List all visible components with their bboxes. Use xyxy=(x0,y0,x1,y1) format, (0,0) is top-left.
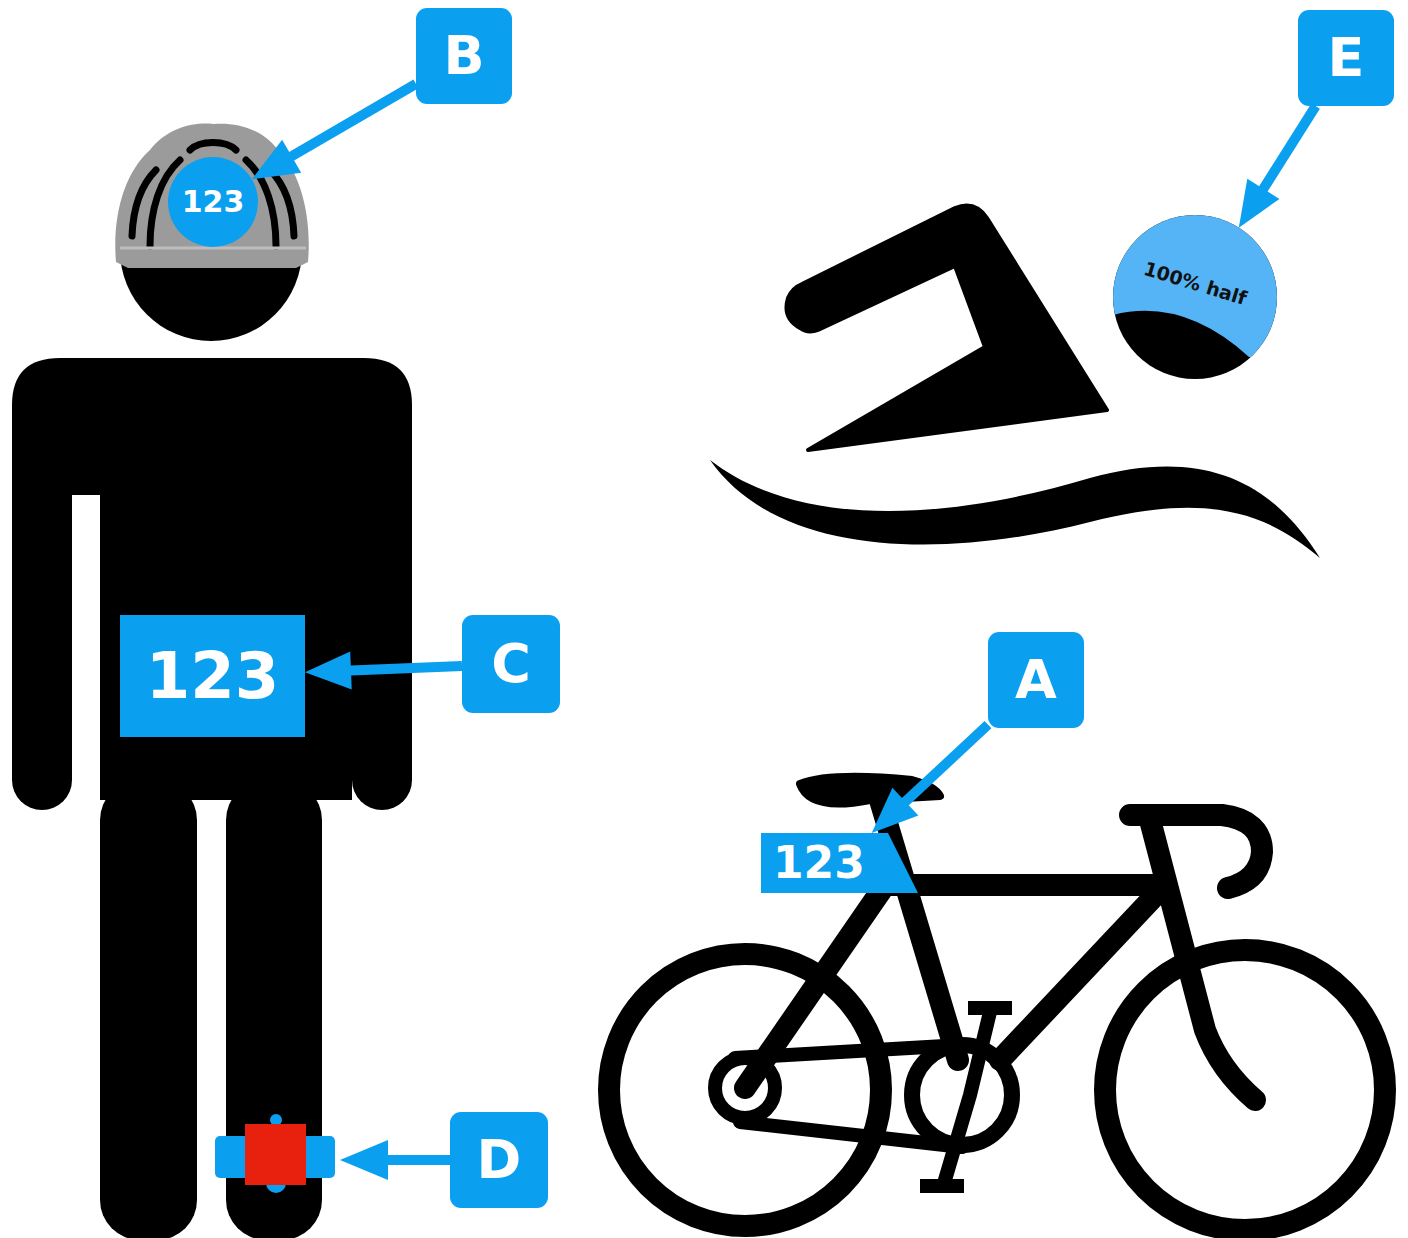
arrow-shaft xyxy=(345,666,462,671)
callout-letter: B xyxy=(443,29,484,83)
arrow-head xyxy=(305,651,352,689)
person-left-arm xyxy=(12,440,72,810)
helmet-vent xyxy=(190,143,236,151)
helmet-vent xyxy=(270,170,294,236)
arrow-shaft xyxy=(286,84,416,159)
race-bib xyxy=(120,615,305,737)
callout-box xyxy=(1298,10,1394,106)
leader-head xyxy=(340,1140,388,1180)
callout-label: E xyxy=(1298,10,1394,106)
arrow-head xyxy=(252,140,301,180)
callout-arrow xyxy=(252,84,416,179)
swimmer-figure xyxy=(710,206,1320,558)
node-outline xyxy=(1113,215,1277,379)
number-marker: 123 xyxy=(120,615,305,737)
arrow-shaft xyxy=(1260,106,1316,194)
callout-label: B xyxy=(416,8,512,104)
number-marker: 123 xyxy=(168,157,258,247)
bike-number-tag xyxy=(761,833,918,893)
bike-pedal xyxy=(920,1008,1012,1186)
helmet-shell xyxy=(115,124,308,268)
person-left-leg xyxy=(100,780,197,1238)
handlebar xyxy=(1130,815,1262,888)
callout-arrow xyxy=(872,725,988,833)
callout-label: D xyxy=(450,1112,548,1208)
leader-arrow xyxy=(340,1140,451,1180)
callout-box xyxy=(462,615,560,713)
callout-label: C xyxy=(462,615,560,713)
person-right-arm xyxy=(352,440,412,810)
callout-label: A xyxy=(988,632,1084,728)
bicycle xyxy=(609,777,1385,1230)
swim-cap xyxy=(1113,215,1277,357)
helmet-vent xyxy=(132,170,156,236)
number-marker: 100% half xyxy=(1113,215,1277,379)
person-figure xyxy=(12,159,412,1238)
number-text: 123 xyxy=(182,187,245,217)
arrow-head xyxy=(1239,179,1280,228)
crank-arm xyxy=(945,1012,990,1180)
callout-letter: E xyxy=(1328,31,1365,85)
callout-box xyxy=(450,1112,548,1208)
bike-fork xyxy=(1150,820,1255,1100)
seat-tube xyxy=(880,800,958,1060)
arrow-shaft xyxy=(901,725,988,806)
callout-arrow xyxy=(305,651,462,689)
callout-letter: D xyxy=(477,1133,522,1187)
arrow-head xyxy=(872,788,919,833)
callout-letter: C xyxy=(491,637,531,691)
callout-box xyxy=(988,632,1084,728)
number-marker: 123 xyxy=(761,833,918,893)
timing-chip xyxy=(215,1114,335,1193)
leader-line xyxy=(385,1155,451,1165)
callout-box xyxy=(416,8,512,104)
helmet-sticker xyxy=(168,157,258,247)
person-torso xyxy=(100,440,352,800)
bike-helmet xyxy=(115,124,308,268)
swimmer-body xyxy=(787,206,1108,450)
chip-body xyxy=(245,1124,306,1185)
callout-letter: A xyxy=(1015,653,1057,707)
number-text: 123 xyxy=(773,841,865,885)
water-wave xyxy=(710,460,1320,558)
number-text: 123 xyxy=(146,644,280,708)
callout-arrow xyxy=(1239,106,1316,228)
swimmer-head xyxy=(1113,215,1277,379)
bike-saddle xyxy=(800,777,940,804)
